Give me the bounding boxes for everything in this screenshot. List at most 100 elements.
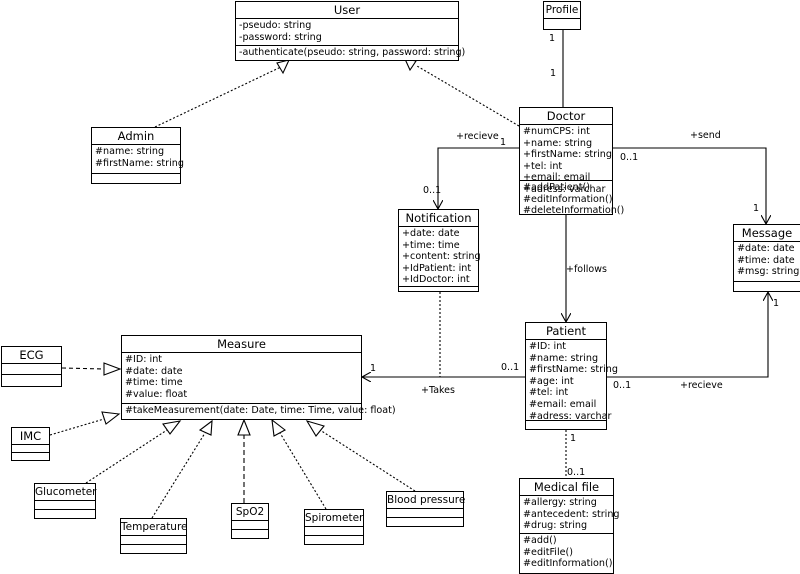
attribute: #time: date — [737, 254, 795, 266]
recieve-notification-doctor-mult: 1 — [500, 137, 507, 148]
doctor-notification-association — [438, 147, 519, 209]
class-imc-methods — [12, 453, 49, 456]
class-measure-methods: #takeMeasurement(date: Date, time: Time,… — [122, 404, 396, 419]
glucometer-measure-realization — [85, 429, 168, 484]
profile-doctor-bottom-mult: 1 — [550, 68, 557, 79]
class-message-name: Message — [734, 225, 800, 242]
attribute: #ID: int — [125, 354, 163, 365]
recieve-notification-label: +recieve — [456, 131, 499, 142]
class-profile: Profile — [543, 1, 581, 30]
temperature-measure-realization — [151, 432, 206, 519]
attribute: #msg: string — [737, 266, 800, 278]
attribute: #value: float — [125, 388, 188, 400]
class-glucometer-methods — [35, 510, 95, 513]
class-admin-name: Admin — [92, 128, 180, 145]
ecg-realization-head — [103, 362, 122, 376]
attribute: +content: string — [402, 251, 481, 263]
class-temperature-attributes — [121, 536, 186, 545]
temperature-realization-head — [198, 419, 213, 436]
method: #addPatient() — [523, 182, 590, 193]
send-message-mult: 1 — [753, 203, 760, 214]
patient-message-association — [607, 292, 768, 378]
profile-doctor-top-mult: 1 — [549, 33, 556, 44]
class-temperature: Temperature — [120, 518, 188, 554]
class-user: User -pseudo: string -password: string -… — [235, 1, 465, 61]
method: #editFile() — [523, 546, 573, 558]
send-doctor-mult: 0..1 — [620, 152, 639, 163]
attribute: #firstName: string — [529, 364, 618, 376]
attribute: +date: date — [402, 228, 460, 239]
spo2-realization-head — [237, 418, 251, 436]
attribute: #email: email — [529, 398, 597, 410]
class-glucometer-attributes — [35, 501, 95, 510]
attribute: #date: date — [737, 243, 795, 254]
attribute: +tel: int — [523, 160, 563, 172]
attribute: #allergy: string — [523, 497, 597, 508]
attribute: +adress: varchar — [523, 183, 606, 195]
takes-measure-mult: 1 — [370, 363, 377, 374]
recieve-message-message-mult: 1 — [773, 298, 780, 309]
admin-realization-head — [276, 59, 290, 75]
class-doctor-name: Doctor — [520, 108, 612, 125]
attribute: #adress: varchar — [529, 410, 612, 422]
class-admin-methods — [92, 174, 180, 177]
class-admin: Admin #name: string #firstName: string — [91, 127, 184, 184]
attribute: #antecedent: string — [523, 508, 620, 520]
method: #add() — [523, 535, 557, 546]
method: #takeMeasurement(date: Date, time: Time,… — [125, 405, 396, 416]
doctor-message-association — [613, 147, 766, 224]
attribute: +IdPatient: int — [402, 262, 472, 274]
method: #editInformation() — [523, 558, 613, 570]
class-measure-attributes: #ID: int #date: date #time: time #value:… — [122, 353, 361, 404]
class-patient-name: Patient — [526, 323, 606, 340]
class-user-methods: -authenticate(pseudo: string, password: … — [236, 46, 465, 61]
class-measure-name: Measure — [122, 336, 361, 353]
ecg-measure-realization — [61, 367, 106, 370]
class-spirometer-attributes — [305, 527, 363, 536]
class-profile-name: Profile — [544, 2, 580, 19]
class-blood-pressure-name: Blood pressure — [387, 492, 465, 509]
imc-measure-realization — [49, 418, 105, 436]
attribute: +name: string — [523, 137, 593, 149]
attribute: #name: string — [529, 352, 599, 364]
class-temperature-name: Temperature — [121, 519, 188, 536]
recieve-message-patient-mult: 0..1 — [613, 380, 632, 391]
class-medical-file-methods: #add() #editFile() #editInformation() — [520, 534, 613, 572]
attribute: #date: date — [125, 365, 183, 377]
class-medical-file: Medical file #allergy: string #anteceden… — [519, 478, 620, 574]
attribute: #time: time — [125, 377, 183, 389]
class-spirometer: Spirometer — [304, 509, 364, 545]
class-imc-name: IMC — [12, 428, 49, 445]
class-spo2-attributes — [232, 521, 268, 530]
attribute: #firstName: string — [95, 157, 184, 169]
method: #editInformation() — [523, 193, 613, 205]
class-notification-name: Notification — [399, 210, 478, 227]
imc-realization-head — [101, 411, 121, 425]
class-imc-attributes — [12, 445, 49, 453]
attribute: -password: string — [239, 31, 322, 43]
doctor-user-realization — [416, 65, 520, 127]
class-doctor: Doctor #numCPS: int +name: string +first… — [519, 107, 624, 216]
class-message-methods — [734, 282, 800, 285]
class-imc: IMC — [11, 427, 50, 461]
class-temperature-methods — [121, 545, 186, 548]
attribute: #name: string — [95, 146, 165, 157]
spirometer-measure-realization — [279, 432, 327, 510]
recieve-notification-notif-mult: 0..1 — [423, 185, 442, 196]
class-message: Message #date: date #time: date #msg: st… — [733, 224, 800, 292]
class-glucometer-name: Glucometer — [35, 484, 97, 501]
attribute: +time: time — [402, 239, 460, 251]
class-patient: Patient #ID: int #name: string #firstNam… — [525, 322, 618, 430]
class-notification-attributes: +date: date +time: time +content: string… — [399, 227, 481, 287]
class-notification-methods — [399, 287, 478, 290]
recieve-message-label: +recieve — [680, 380, 723, 391]
attribute: #ID: int — [529, 341, 567, 352]
spirometer-realization-head — [271, 418, 287, 437]
class-doctor-methods: #addPatient() #editInformation() #delete… — [520, 181, 625, 219]
class-ecg-name: ECG — [2, 347, 61, 364]
bloodpressure-measure-realization — [319, 429, 416, 492]
attribute: +IdDoctor: int — [402, 274, 470, 286]
method: #deleteInformation() — [523, 205, 625, 217]
class-glucometer: Glucometer — [34, 483, 97, 519]
